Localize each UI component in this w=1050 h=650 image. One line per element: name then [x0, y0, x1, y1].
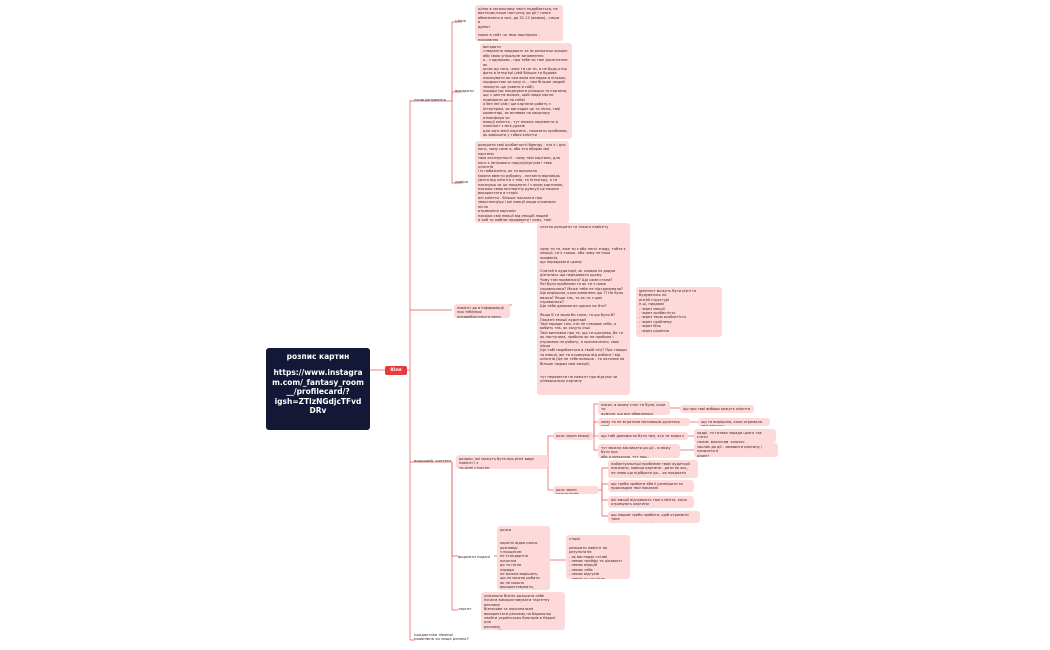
note-formaty-storis: сторіс розкрити навіснт як результатів -…	[566, 535, 630, 579]
node-e4: тут можна закликати до дії - я можу бути…	[598, 444, 680, 458]
note-tsinno: цінно в загальному чекні подобається, не…	[475, 5, 563, 41]
node-e1: показ, в якому стан ти була, коли ти дум…	[598, 401, 670, 415]
node-kontent: навіснт до в інфорамації про тебе/про ни…	[454, 304, 510, 318]
node-e3: що тобі допомогло бути тим, хто ти зараз…	[598, 432, 688, 440]
hub-node: Юля	[385, 366, 407, 375]
note-kontent: снятка розкрити та такого навіснту чому …	[537, 223, 630, 395]
node-r4: що людям треба зробити, щоб отримати так…	[608, 511, 700, 523]
note-vyhadaty: вигадати створення завдавать за їм розка…	[480, 43, 572, 139]
label-vyhadaty: вигадати	[455, 88, 474, 93]
label-vodorovyi: водоровй, контент	[414, 458, 452, 463]
label-formaty: формати подачі	[458, 554, 491, 559]
node-emotsii: ролс через емоції	[553, 432, 593, 440]
label-tsinno: цінно	[455, 18, 466, 23]
node-rezultat: ролс через результатів	[553, 486, 599, 494]
node-rolyky: ролики, які можуть бути про різні види н…	[456, 455, 548, 469]
node-e1r: що про твої вибори кажуть клієнти	[680, 405, 754, 413]
root-node: розпис картин https://www.instagra m.com…	[266, 348, 370, 430]
node-e2: кому ти не втратила мотивацію рухатись д…	[598, 418, 690, 426]
node-r1: найактуальніші проблеми твоєї аудиторії …	[608, 460, 698, 478]
node-e4r: заклик до дії - замовити картину / напис…	[694, 443, 778, 457]
label-prodaje: продаєтсва ліменрі наявнівня чи лише роз…	[414, 632, 469, 642]
node-e2r: що ти вирішила, коли отримала твої відгу…	[698, 418, 770, 426]
node-r2: що треба зробити аби її розміщати за при…	[608, 480, 694, 492]
node-r3: які емоції відчувають твої клієнти, коли…	[608, 496, 694, 508]
label-pozycionuvannia: позиціонування	[414, 97, 446, 102]
note-target: унікальне бізнес розкрити себе почати ви…	[481, 592, 565, 630]
label-target: таргет	[458, 606, 472, 611]
node-e3r: кадрі, ти готова заради цього так стати …	[694, 429, 776, 443]
root-link[interactable]: https://www.instagra m.com/_fantasy_room…	[272, 368, 364, 415]
note-dovira: розкрити свої особистості бренду - хто є…	[475, 141, 569, 223]
note-rubrics: ідентист можуть бути різні та будуватись…	[636, 287, 722, 337]
label-dovira: довіра	[455, 179, 468, 184]
note-formaty-rolsy: ролси короткі відео ролси розповіді з пр…	[497, 526, 550, 590]
root-title: розпис картин	[286, 352, 350, 361]
